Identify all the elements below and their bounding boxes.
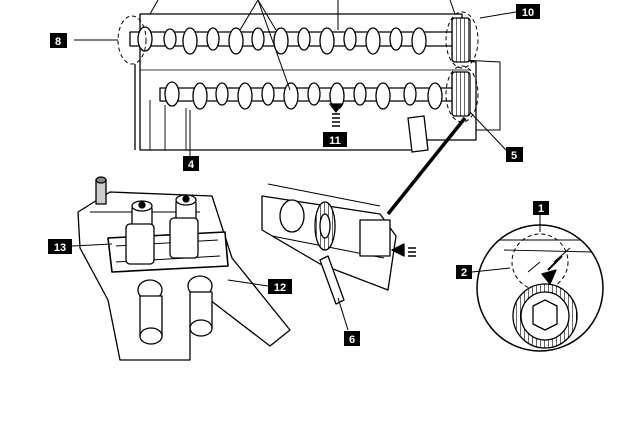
callout-10: 10 xyxy=(516,4,540,19)
lower-camshaft xyxy=(159,71,471,117)
callout-13: 13 xyxy=(48,239,72,254)
gear-pin-detail xyxy=(261,183,416,331)
callout-1: 1 xyxy=(533,201,549,215)
callouts: 1 2 4 5 6 8 10 11 xyxy=(48,4,549,346)
callout-8: 8 xyxy=(50,33,67,48)
svg-text:13: 13 xyxy=(54,242,66,254)
svg-text:5: 5 xyxy=(511,150,517,162)
svg-text:11: 11 xyxy=(329,135,341,147)
svg-text:10: 10 xyxy=(522,7,534,19)
svg-text:1: 1 xyxy=(538,203,544,215)
callout-12: 12 xyxy=(268,279,292,294)
callout-6: 6 xyxy=(344,331,360,346)
callout-11: 11 xyxy=(323,132,347,147)
callout-2: 2 xyxy=(456,265,472,279)
cylinder-head-assembly xyxy=(74,0,517,216)
callout-5: 5 xyxy=(506,147,523,162)
svg-text:8: 8 xyxy=(55,36,61,48)
svg-text:12: 12 xyxy=(274,282,286,294)
svg-text:6: 6 xyxy=(349,334,355,346)
callout-4: 4 xyxy=(183,156,199,171)
upper-camshaft xyxy=(129,17,471,63)
svg-text:2: 2 xyxy=(461,267,467,279)
timing-mark-detail xyxy=(471,214,604,352)
svg-text:4: 4 xyxy=(188,159,195,171)
locking-tool-assembly xyxy=(71,176,291,361)
